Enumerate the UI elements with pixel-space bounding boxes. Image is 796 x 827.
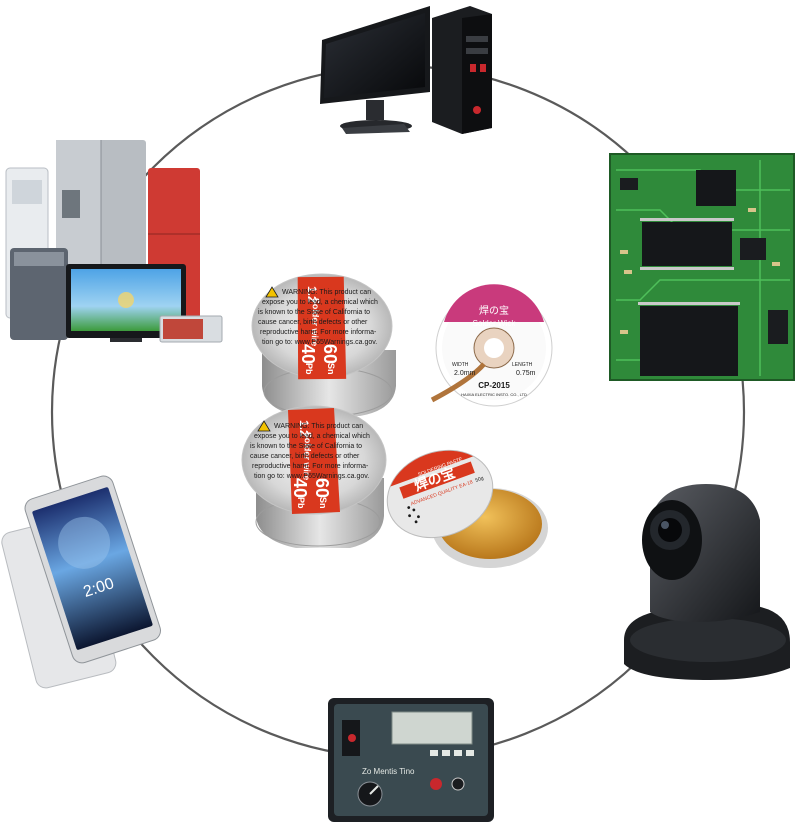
- spool-top-warning-6: tion go to: www.P65Warnings.ca.gov.: [262, 339, 377, 346]
- spool-bottom-warning-3: is known to the State of California to: [250, 443, 362, 450]
- spool-top-brand: Solder wire: [309, 298, 321, 347]
- wick-model: CP-2015: [478, 381, 510, 390]
- solder-wire-spool-bottom: Solder wire 1.2 60 Sn 40 Pb WARNING: Thi…: [241, 405, 387, 548]
- spool-bottom-warning-4: cause cancer, birth defects or other: [250, 453, 360, 460]
- tester-title: Zo Mentis Tino: [362, 767, 415, 776]
- spool-top-warning-1: WARNING: This product can: [282, 289, 371, 296]
- wick-width-label: WIDTH: [452, 362, 469, 368]
- warning-triangle-icon: [265, 286, 279, 298]
- spool-top-pb: 40: [298, 344, 318, 364]
- spool-bottom-sn: 60: [312, 478, 332, 498]
- spool-top-pb-unit: Pb: [304, 363, 314, 375]
- wick-brand: 焊の宝: [479, 304, 509, 317]
- soldering-paste-tin: SOLDERING PASTE 焊の宝 ADVANCED QUALITY EA-…: [386, 449, 548, 568]
- electrical-tester-image: Zo Mentis Tino: [328, 698, 494, 822]
- spool-bottom-warning-6: tion go to: www.P65Warnings.ca.gov.: [254, 473, 369, 480]
- spool-top-warning-5: reproductive harm. For more informa-: [260, 329, 377, 336]
- spool-top-warning-2: expose you to lead, a chemical which: [262, 299, 378, 306]
- paste-weight: 50g: [475, 475, 485, 484]
- home-appliances-image: [5, 140, 223, 343]
- spool-bottom-pb-unit: Pb: [296, 497, 306, 509]
- spool-bottom-brand: Solder wire: [301, 432, 313, 481]
- wick-maker: HAIXIA ELECTRIC INSTO. CO., LTD: [461, 392, 527, 397]
- spool-bottom-sn-unit: Sn: [318, 497, 328, 509]
- solder-wire-spool-top: Solder wire 1.2 60 Sn 40 Pb WARNING: Thi…: [251, 273, 396, 417]
- circuit-board-image: [609, 153, 795, 381]
- spool-top-sn: 60: [320, 344, 340, 364]
- security-camera-image: [624, 484, 790, 680]
- spool-bottom-pb: 40: [290, 478, 310, 498]
- warning-triangle-icon: [257, 420, 271, 432]
- wick-width-value: 2.0mm: [454, 370, 476, 377]
- spool-bottom-warning-5: reproductive harm. For more informa-: [252, 463, 369, 470]
- solder-wick-reel: 焊の宝 Solder Wick WIDTH 2.0mm LENGTH 0.75m…: [430, 284, 553, 407]
- wick-product: Solder Wick: [473, 319, 517, 328]
- spool-bottom-diameter: 1.2: [297, 420, 311, 437]
- spool-top-warning-3: is known to the State of California to: [258, 309, 370, 316]
- spool-bottom-warning-1: WARNING: This product can: [274, 423, 363, 430]
- desktop-computer-image: [320, 6, 492, 134]
- wick-length-value: 0.75m: [516, 370, 536, 377]
- smartphones-image: 2:00: [1, 475, 161, 689]
- spool-top-sn-unit: Sn: [326, 363, 336, 375]
- spool-top-warning-4: cause cancer, birth defects or other: [258, 319, 368, 326]
- spool-bottom-warning-2: expose you to lead, a chemical which: [254, 433, 370, 440]
- spool-top-diameter: 1.2: [305, 286, 319, 303]
- wick-length-label: LENGTH: [512, 362, 533, 368]
